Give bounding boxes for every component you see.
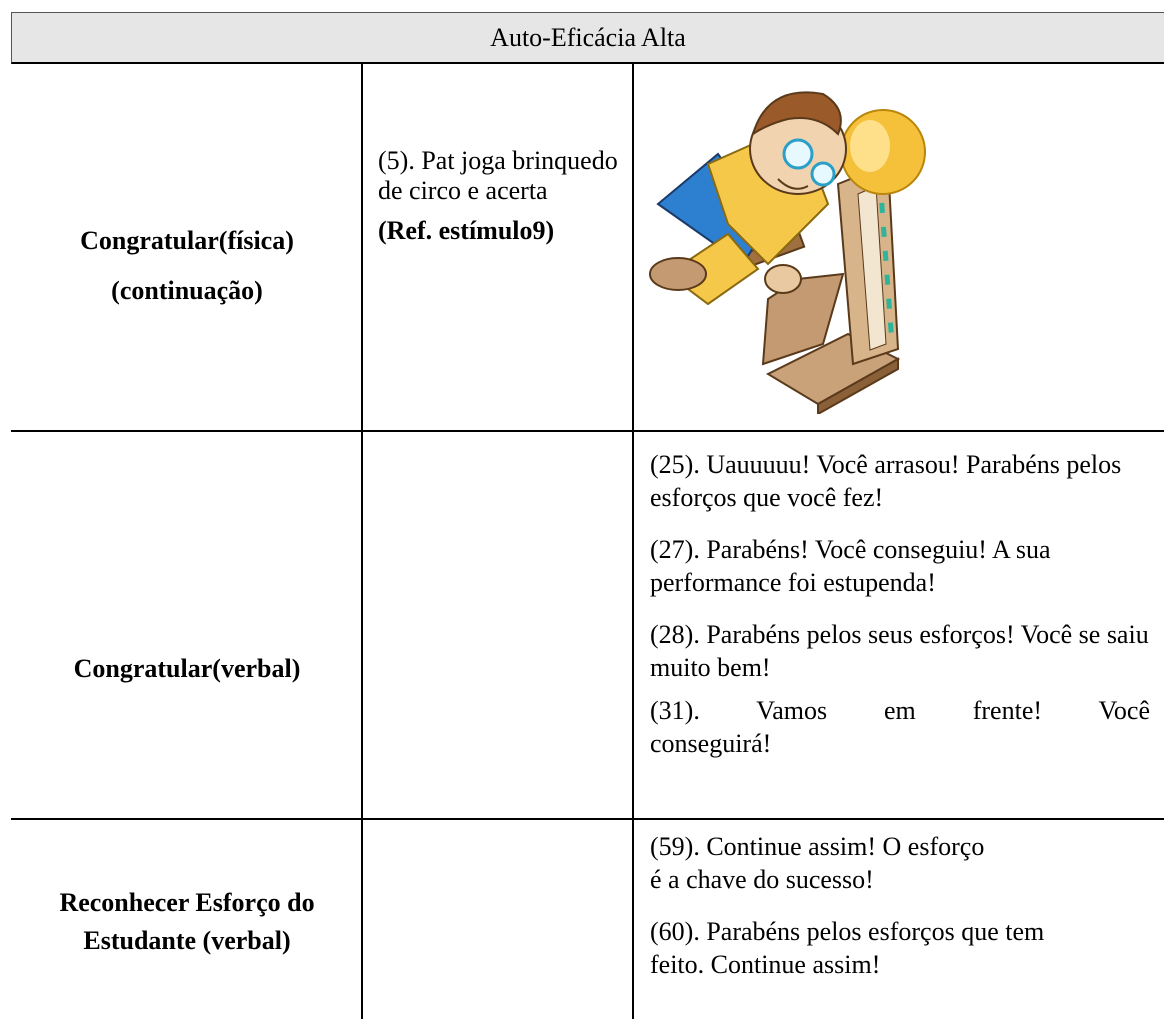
message-text: (60). Parabéns pelos esforços que tem fe… <box>650 917 1045 979</box>
column-divider-1 <box>361 64 363 1019</box>
label-line: Reconhecer Esforço do <box>59 888 315 917</box>
strength-tester-illustration <box>648 74 935 416</box>
label-line: Congratular(verbal) <box>73 654 301 683</box>
stimulus-text: (5). Pat joga brinquedo de circo e acert… <box>378 146 618 205</box>
table-header: Auto-Eficácia Alta <box>11 12 1164 64</box>
row-label-congratular-fisica: Congratular(física) (continuação) <box>12 222 362 310</box>
stimulus-cell: (5). Pat joga brinquedo de circo e acert… <box>378 146 628 246</box>
row-label-reconhecer-esforco: Reconhecer Esforço do Estudante (verbal) <box>12 884 362 960</box>
row-divider-1 <box>11 430 1164 432</box>
messages-cell-esforco: (59). Continue assim! O esforço é a chav… <box>650 830 1150 1000</box>
column-divider-2 <box>632 64 634 1019</box>
row-divider-2 <box>11 818 1164 820</box>
label-line: Estudante (verbal) <box>83 926 291 955</box>
label-line: Congratular(física) <box>80 226 294 255</box>
row-label-congratular-verbal: Congratular(verbal) <box>12 650 362 688</box>
message-text: (28). Parabéns pelos seus esforços! Você… <box>650 620 1149 682</box>
stimulus-reference: (Ref. estímulo9) <box>378 216 555 245</box>
label-line: (continuação) <box>111 276 263 305</box>
character-hammer-icon <box>649 91 926 416</box>
table-title: Auto-Eficácia Alta <box>490 22 686 52</box>
message-text: (31). Vamos em frente! Você conseguirá! <box>650 696 1150 758</box>
messages-cell-verbal: (25). Uauuuuu! Você arrasou! Parabéns pe… <box>650 448 1150 779</box>
message-text: (27). Parabéns! Você conseguiu! A sua pe… <box>650 535 1051 597</box>
message-text: (25). Uauuuuu! Você arrasou! Parabéns pe… <box>650 450 1122 512</box>
message-text: (59). Continue assim! O esforço é a chav… <box>650 832 985 894</box>
